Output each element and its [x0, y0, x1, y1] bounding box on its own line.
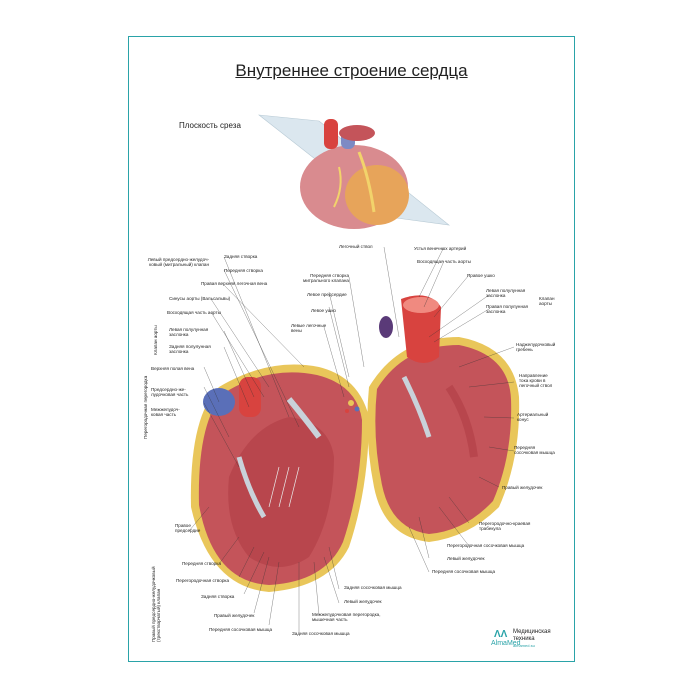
label-right-auricle: Правое ушко: [467, 273, 495, 278]
poster-frame: Внутреннее строение сердца Плоскость сре…: [128, 36, 575, 662]
label-right-ventricle-right: Правый желудочек: [502, 485, 543, 490]
label-posterior-papillary-right: Задняя сосочковая мышца: [344, 585, 402, 590]
section-plane-label: Плоскость среза: [179, 121, 241, 130]
label-posterior-semilunar-cusp: Задняя полулунная заслонка: [169, 344, 211, 355]
label-mitral-valve: Левый предсердно-желудоч- ковый (митраль…: [147, 257, 209, 268]
label-posterior-papillary-bottom: Задняя сосочковая мышца: [292, 631, 350, 636]
label-left-atrium: Левое предсердие: [307, 292, 347, 297]
label-left-pulmonary-veins: Левые легочные вены: [291, 323, 327, 334]
group-label-aortic-valve: Клапан аорты: [539, 296, 555, 307]
label-anterior-leaflet: Передняя створка: [224, 268, 263, 273]
label-tricuspid-posterior-leaflet: Задняя створка: [201, 594, 235, 599]
label-left-auricle: Левое ушко: [311, 308, 336, 313]
group-label-septum: Перегородочная перегородка: [143, 375, 148, 439]
label-septal-leaflet: Перегородочная створка: [176, 578, 230, 583]
almamed-logo: ΛΛ AlmaMed Медицинская техника almamed.s…: [491, 629, 551, 648]
label-right-ventricle-left: Правый желудочек: [214, 613, 255, 618]
label-superior-vena-cava: Верхняя полая вена: [151, 366, 195, 371]
label-left-ventricle-right: Левый желудочек: [447, 556, 485, 561]
almamed-icon: ΛΛ: [494, 629, 508, 640]
group-label-tricuspid: Правый предсердно-желудочковый (трехство…: [151, 566, 162, 642]
label-septomarginal-trabecula: Перегородочно-краевая трабекула: [479, 521, 531, 532]
section-plane-diagram: [258, 114, 451, 229]
group-label-aortic-valve-left: Клапан аорты: [153, 325, 158, 355]
label-right-semilunar-cusp: Правая полулунная заслонка: [486, 304, 529, 315]
label-blood-flow-direction: Направление тока крови в легочный ствол: [519, 373, 553, 389]
label-interventricular-part: Межжелудоч- ковая часть: [151, 407, 180, 418]
label-right-atrium: Правое предсердие: [175, 523, 201, 534]
label-posterior-leaflet: Задняя створка: [224, 254, 258, 259]
label-arterial-cone: Артериальный конус: [517, 412, 549, 423]
label-left-semilunar-cusp: Левая полулунная заслонка: [169, 327, 209, 338]
label-anterior-papillary-bottom: Передняя сосочковая мышца: [432, 569, 496, 574]
label-supraventricular-crest: Наджелудочковый гребень: [516, 342, 556, 353]
label-tricuspid-anterior-leaflet: Передняя створка: [182, 561, 221, 566]
label-anterior-papillary-left: Передняя сосочковая мышца: [209, 627, 273, 632]
label-interventricular-septum: Межжелудочковая перегородка, мышечная ча…: [312, 612, 381, 623]
label-right-superior-pulmonary-vein: Правая верхняя легочная вена: [201, 281, 268, 286]
label-atrioventricular-part: Предсердно-же- лудочковая часть: [151, 387, 189, 398]
label-mitral-anterior-leaflet: Передняя створка митрального клапана: [303, 273, 349, 284]
label-aortic-sinuses: Синусы аорты (Вальсальвы): [169, 296, 231, 301]
label-anterior-papillary-right: Передняя сосочковая мышца: [514, 445, 555, 456]
leader-lines: [188, 246, 515, 632]
label-pulmonary-trunk: Легочный ствол: [339, 244, 373, 249]
label-left-semilunar-cusp-right: Левая полулунная заслонка: [486, 288, 526, 299]
heart-illustration: [188, 114, 520, 632]
label-coronary-ostia: Устья венечных артерий: [414, 246, 467, 251]
page-title: Внутреннее строение сердца: [235, 61, 468, 80]
heart-cross-section: [190, 295, 520, 592]
label-ascending-aorta: Восходящая часть аорты: [167, 310, 221, 315]
label-left-ventricle-center: Левый желудочек: [344, 599, 382, 604]
label-ascending-aorta-right: Восходящая часть аорты: [417, 259, 471, 264]
label-septal-papillary-muscle: Перегородочная сосочковая мышца: [447, 543, 525, 548]
